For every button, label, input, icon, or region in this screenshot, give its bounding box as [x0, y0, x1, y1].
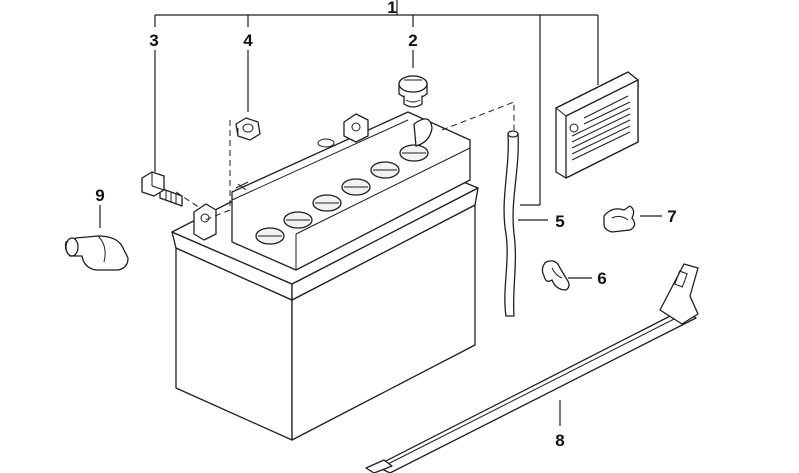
battery — [171, 111, 479, 441]
callout-8: 8 — [555, 431, 564, 450]
cable-elbow — [64, 235, 129, 271]
hold-down-strap — [365, 263, 699, 473]
callout-1: 1 — [387, 0, 396, 17]
leader-lines — [99, 0, 662, 426]
callout-5: 5 — [555, 212, 564, 231]
callout-4: 4 — [243, 31, 253, 50]
vent-hose — [503, 130, 519, 317]
hex-bolt — [141, 171, 183, 207]
info-label — [555, 71, 639, 179]
vent-plug — [398, 75, 428, 108]
callout-9: 9 — [95, 186, 104, 205]
retaining-clip — [603, 205, 636, 233]
callout-2: 2 — [408, 31, 417, 50]
callout-7: 7 — [667, 207, 676, 226]
callouts: 1 2 3 4 5 6 7 8 9 — [95, 0, 676, 450]
hose-clip — [541, 260, 570, 291]
hex-nut — [235, 117, 261, 141]
callout-3: 3 — [149, 31, 158, 50]
vent-caps — [255, 144, 429, 245]
callout-6: 6 — [597, 269, 606, 288]
